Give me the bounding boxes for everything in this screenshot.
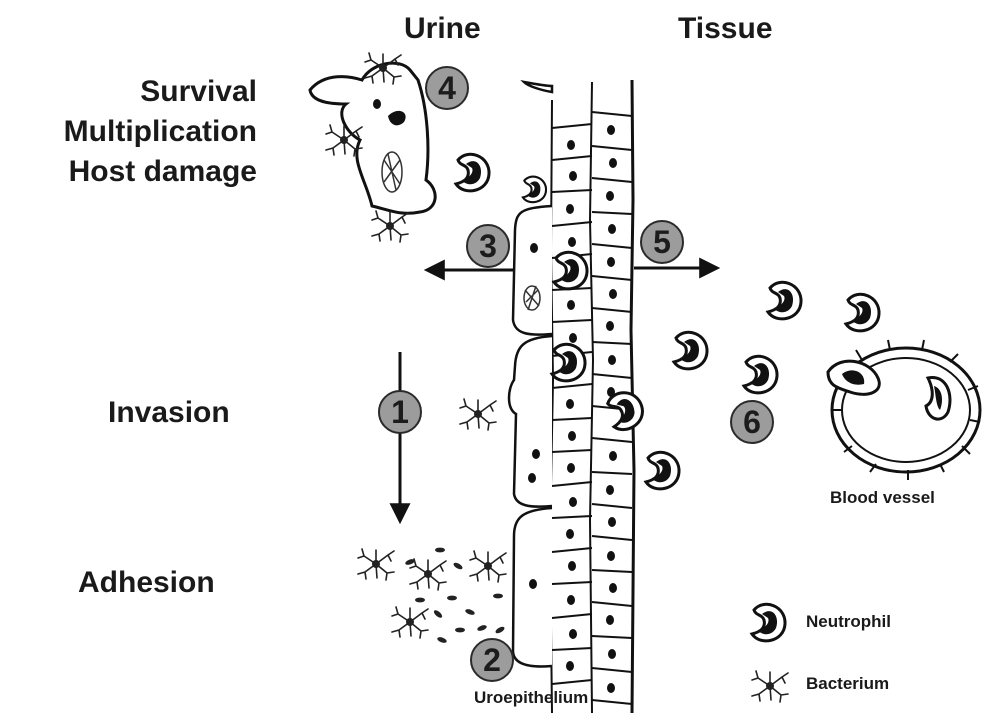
adhesion-label: Adhesion <box>78 566 215 600</box>
multiplication-label: Multiplication <box>64 112 257 152</box>
step-4-marker: 4 <box>425 66 469 110</box>
uroepithelium-label: Uroepithelium <box>474 688 588 708</box>
blood-vessel-drawing <box>828 340 980 480</box>
legend-neutrophil-label: Neutrophil <box>806 612 891 632</box>
blood-vessel-label: Blood vessel <box>830 488 935 508</box>
legend-bacterium-icon <box>752 671 788 702</box>
survival-label: Survival <box>64 72 257 112</box>
umbrella-cells <box>509 82 552 666</box>
legend-neutrophil-icon <box>752 604 785 641</box>
stage-4-labels: Survival Multiplication Host damage <box>64 72 257 192</box>
invasion-label: Invasion <box>108 396 230 430</box>
legend-bacterium-label: Bacterium <box>806 674 889 694</box>
step-1-marker: 1 <box>378 390 422 434</box>
step-3-marker: 3 <box>466 224 510 268</box>
step-5-marker: 5 <box>640 220 684 264</box>
host-damage-label: Host damage <box>64 152 257 192</box>
exfoliated-cell <box>310 63 435 213</box>
epithelium-inner-line <box>590 82 593 713</box>
step-6-marker: 6 <box>730 400 774 444</box>
tissue-header: Tissue <box>678 12 773 46</box>
step-2-marker: 2 <box>470 638 514 682</box>
urine-header: Urine <box>404 12 481 46</box>
